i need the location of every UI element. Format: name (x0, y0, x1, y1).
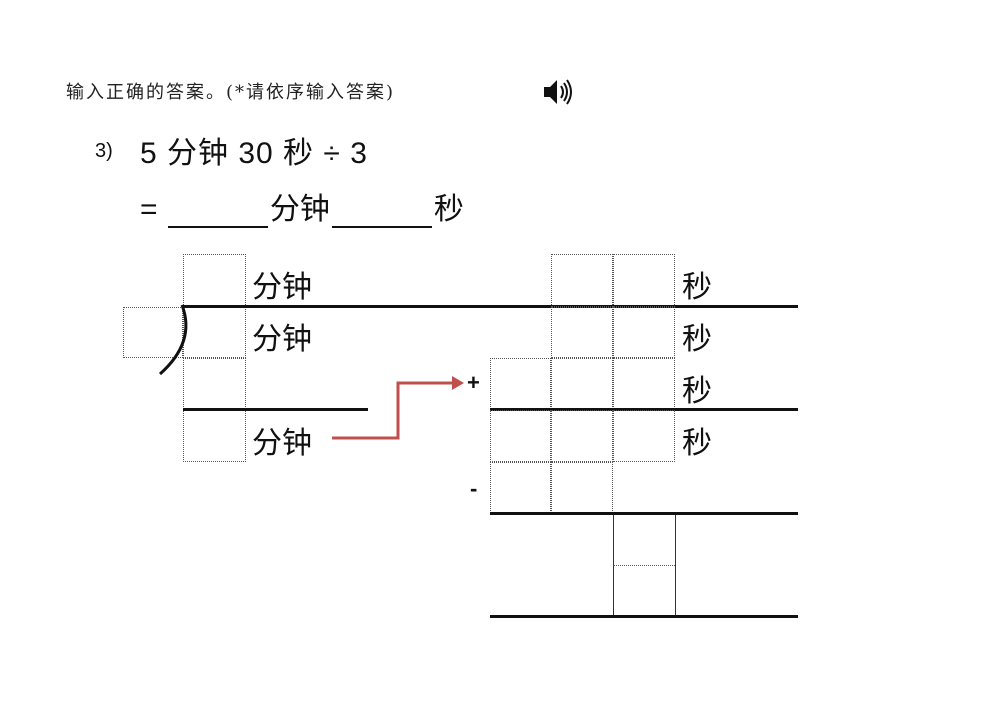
problem-expression: 5 分钟 30 秒 ÷ 3 (140, 137, 368, 170)
question-number: 3) (95, 140, 113, 162)
final-remainder-input[interactable] (613, 565, 675, 615)
sum-ones-input[interactable] (613, 410, 675, 462)
sec-dividend-tens-input[interactable] (551, 307, 613, 358)
answer-minutes-blank[interactable] (167, 198, 268, 228)
sec-quotient-ones-input[interactable] (613, 254, 675, 307)
sec-row3-unit: 秒 (682, 374, 712, 409)
dividend-minutes-unit: 分钟 (252, 322, 312, 357)
sec-row1-unit: 秒 (682, 270, 712, 305)
bottom-line (490, 615, 798, 618)
answer-seconds-blank[interactable] (331, 198, 432, 228)
minus-sign: - (470, 476, 478, 501)
sec-dividend-ones-input[interactable] (613, 307, 675, 358)
sec-row2-unit: 秒 (682, 322, 712, 357)
answer-line: = 分钟 秒 (140, 184, 464, 228)
divisor-input[interactable] (123, 307, 183, 358)
division-bracket (159, 304, 188, 376)
subtraction-line-left (183, 408, 368, 411)
quotient-minutes-unit: 分钟 (252, 270, 312, 305)
grid-line-left (613, 515, 614, 617)
answer-minutes-unit: 分钟 (269, 193, 330, 226)
subtraction-line-right (490, 512, 798, 515)
division-top-line (183, 305, 798, 308)
sum-tens-input[interactable] (551, 410, 613, 462)
sec-quotient-tens-input[interactable] (551, 254, 613, 307)
answer-seconds-unit: 秒 (433, 193, 464, 226)
sec-row4-unit: 秒 (682, 426, 712, 461)
plus-sign: + (467, 370, 480, 395)
equals-sign: = (140, 193, 158, 226)
arrow-icon (332, 376, 464, 440)
grid-line-right (675, 515, 676, 617)
addition-line (490, 408, 798, 411)
instruction-text: 输入正确的答案。(*请依序输入答案) (66, 82, 396, 103)
remainder-minutes-unit: 分钟 (252, 426, 312, 461)
sum-hundreds-input[interactable] (490, 410, 551, 462)
speaker-icon[interactable] (540, 74, 576, 110)
